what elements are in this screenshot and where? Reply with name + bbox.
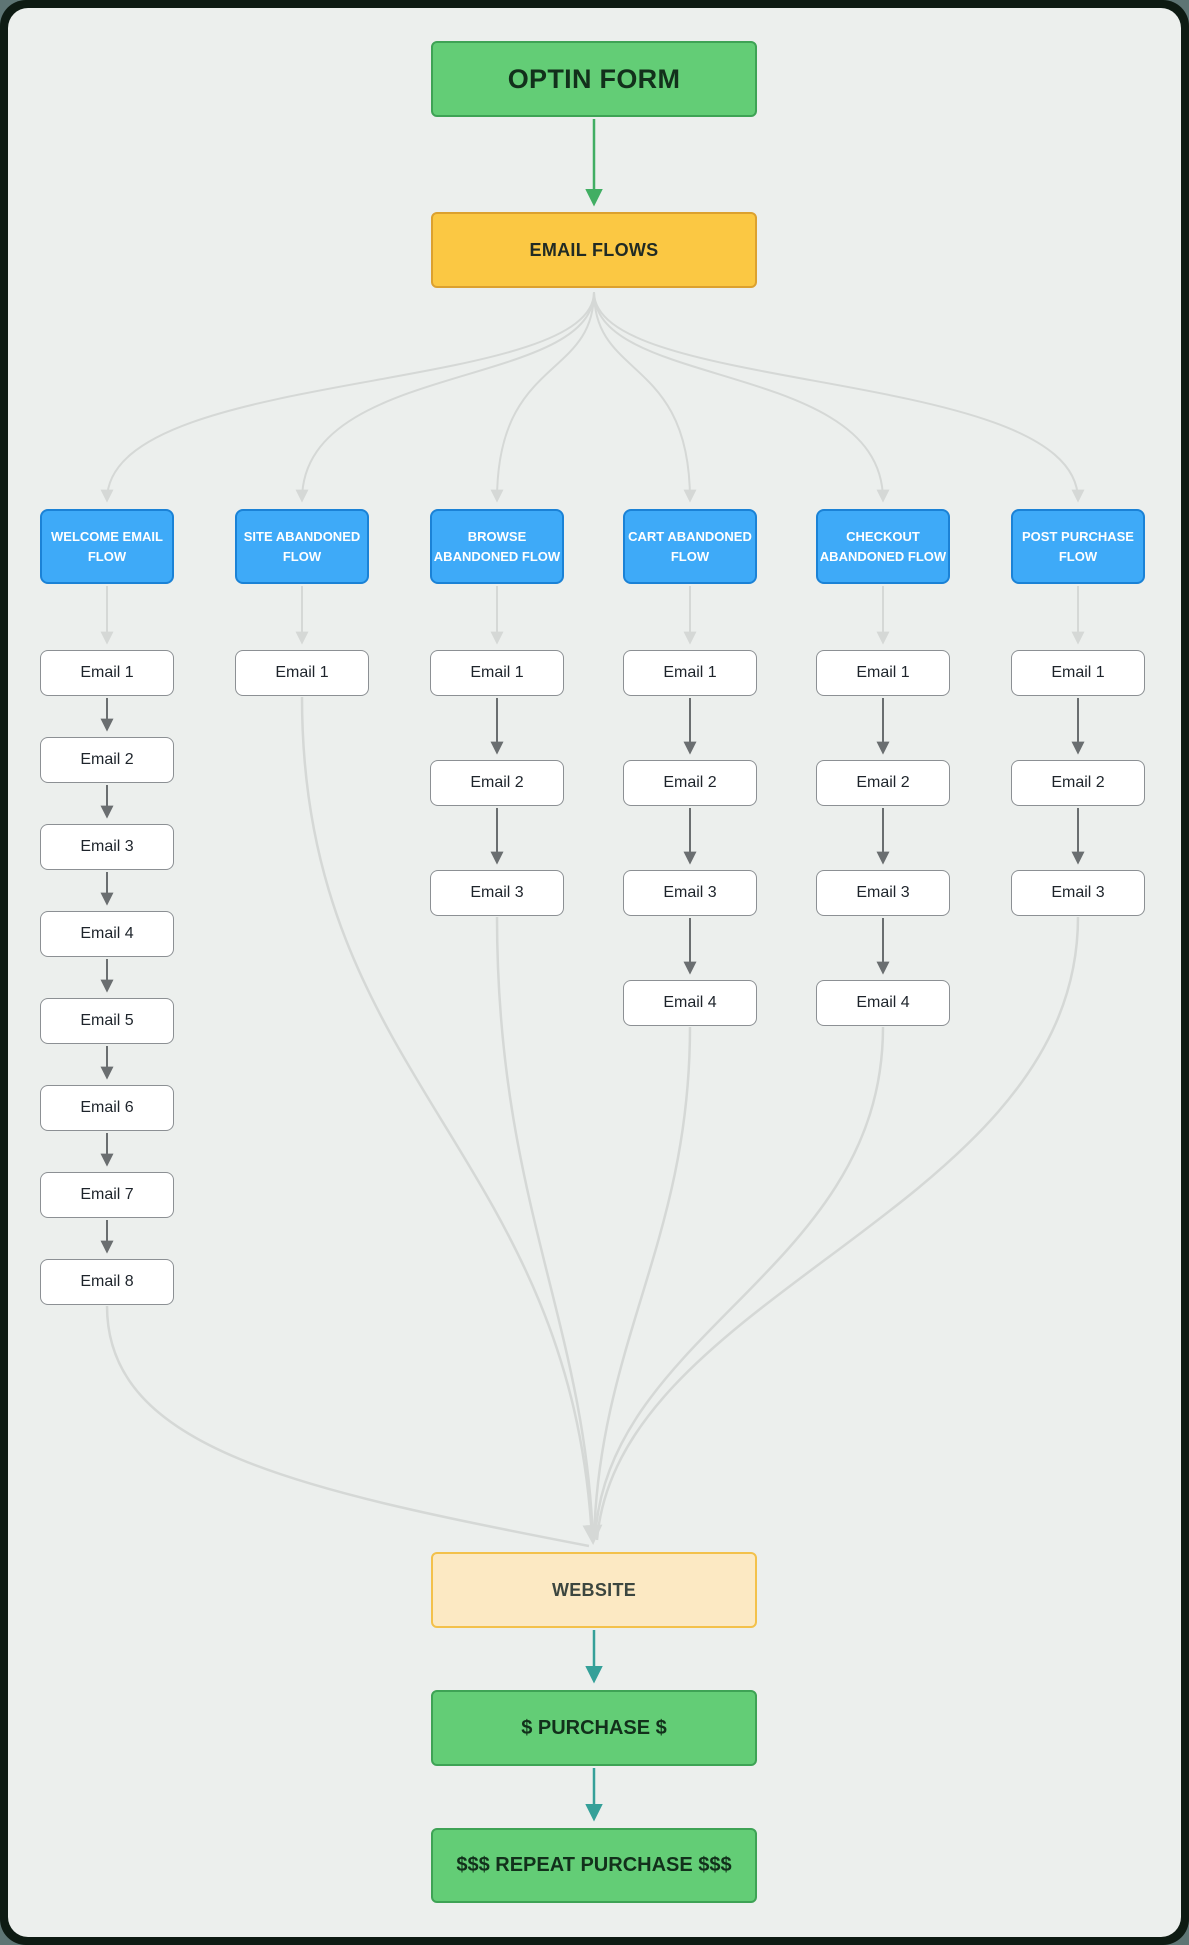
email-label: Email 3	[80, 838, 134, 855]
email-node-welcome-8[interactable]: Email 8	[40, 1259, 174, 1305]
email-label: Email 4	[663, 994, 717, 1011]
email-label: Email 2	[80, 751, 134, 768]
edges-flows-to-website	[105, 696, 1080, 1548]
flow-title-line: ABANDONED FLOW	[433, 548, 561, 564]
email-node-welcome-7[interactable]: Email 7	[40, 1172, 174, 1218]
email-node-checkout-4[interactable]: Email 4	[816, 980, 950, 1026]
flow-title-line: POST PURCHASE	[1022, 528, 1134, 544]
node-label: WEBSITE	[551, 1579, 637, 1600]
flow-title-line: FLOW	[1058, 548, 1098, 564]
email-node-postpurchase-2[interactable]: Email 2	[1011, 760, 1145, 806]
email-label: Email 3	[663, 884, 717, 901]
email-label: Email 8	[80, 1273, 134, 1290]
email-label: Email 3	[470, 884, 524, 901]
email-label: Email 3	[856, 884, 910, 901]
flow-title-line: BROWSE	[467, 528, 527, 544]
flow-title-line: CHECKOUT	[846, 528, 920, 544]
flow-title-line: SITE ABANDONED	[243, 528, 361, 544]
email-label: Email 1	[275, 664, 329, 681]
flow-header-cart-abandoned[interactable]: CART ABANDONED FLOW	[623, 509, 757, 584]
flow-title-line: WELCOME EMAIL	[51, 528, 163, 544]
email-node-browse-2[interactable]: Email 2	[430, 760, 564, 806]
flow-title-line: ABANDONED FLOW	[819, 548, 947, 564]
node-website[interactable]: WEBSITE	[431, 1552, 757, 1628]
node-repeat-purchase[interactable]: $$$ REPEAT PURCHASE $$$	[431, 1828, 757, 1903]
email-label: Email 1	[856, 664, 910, 681]
email-label: Email 1	[1051, 664, 1105, 681]
email-label: Email 5	[80, 1012, 134, 1029]
email-node-browse-1[interactable]: Email 1	[430, 650, 564, 696]
node-label: OPTIN FORM	[507, 63, 681, 94]
email-node-welcome-6[interactable]: Email 6	[40, 1085, 174, 1131]
email-label: Email 2	[856, 774, 910, 791]
email-node-cart-4[interactable]: Email 4	[623, 980, 757, 1026]
email-label: Email 2	[470, 774, 524, 791]
email-label: Email 7	[80, 1186, 134, 1203]
flow-header-welcome[interactable]: WELCOME EMAIL FLOW	[40, 509, 174, 584]
flow-title-line: CART ABANDONED	[628, 528, 752, 544]
flow-header-checkout-abandoned[interactable]: CHECKOUT ABANDONED FLOW	[816, 509, 950, 584]
email-node-welcome-1[interactable]: Email 1	[40, 650, 174, 696]
flow-title-line: FLOW	[87, 548, 127, 564]
flow-header-post-purchase[interactable]: POST PURCHASE FLOW	[1011, 509, 1145, 584]
email-node-welcome-2[interactable]: Email 2	[40, 737, 174, 783]
edges-header-to-email1	[100, 586, 1085, 645]
email-label: Email 4	[856, 994, 910, 1011]
email-label: Email 3	[1051, 884, 1105, 901]
email-node-welcome-4[interactable]: Email 4	[40, 911, 174, 957]
email-label: Email 2	[663, 774, 717, 791]
email-label: Email 1	[663, 664, 717, 681]
email-node-browse-3[interactable]: Email 3	[430, 870, 564, 916]
email-label: Email 1	[470, 664, 524, 681]
edges-emailflows-to-flows	[100, 291, 1085, 503]
email-node-checkout-1[interactable]: Email 1	[816, 650, 950, 696]
flow-header-site-abandoned[interactable]: SITE ABANDONED FLOW	[235, 509, 369, 584]
node-purchase[interactable]: $ PURCHASE $	[431, 1690, 757, 1766]
flow-title-line: FLOW	[282, 548, 322, 564]
node-label: EMAIL FLOWS	[529, 239, 659, 260]
email-node-cart-3[interactable]: Email 3	[623, 870, 757, 916]
email-node-checkout-3[interactable]: Email 3	[816, 870, 950, 916]
node-label: $$$ REPEAT PURCHASE $$$	[456, 1854, 732, 1876]
email-node-postpurchase-3[interactable]: Email 3	[1011, 870, 1145, 916]
email-node-cart-1[interactable]: Email 1	[623, 650, 757, 696]
node-label: $ PURCHASE $	[521, 1716, 667, 1739]
email-node-checkout-2[interactable]: Email 2	[816, 760, 950, 806]
flow-title-line: FLOW	[670, 548, 710, 564]
email-label: Email 4	[80, 925, 134, 942]
email-node-welcome-3[interactable]: Email 3	[40, 824, 174, 870]
email-label: Email 2	[1051, 774, 1105, 791]
email-label: Email 1	[80, 664, 134, 681]
email-node-welcome-5[interactable]: Email 5	[40, 998, 174, 1044]
email-label: Email 6	[80, 1099, 134, 1116]
email-node-postpurchase-1[interactable]: Email 1	[1011, 650, 1145, 696]
node-optin-form[interactable]: OPTIN FORM	[431, 41, 757, 117]
email-node-cart-2[interactable]: Email 2	[623, 760, 757, 806]
email-node-site-1[interactable]: Email 1	[235, 650, 369, 696]
node-email-flows[interactable]: EMAIL FLOWS	[431, 212, 757, 288]
flow-header-browse-abandoned[interactable]: BROWSE ABANDONED FLOW	[430, 509, 564, 584]
